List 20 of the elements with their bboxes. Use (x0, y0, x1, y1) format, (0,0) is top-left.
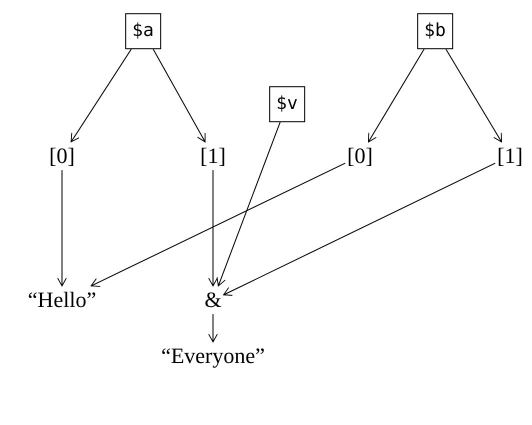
value-text: “Everyone” (159, 342, 267, 370)
arrow (70, 48, 132, 142)
value-text: [0] (47, 142, 77, 170)
arrow (445, 48, 502, 142)
arrow (216, 121, 281, 286)
value-text: [1] (198, 142, 228, 170)
variable-box: $b (417, 13, 453, 49)
value-text: & (202, 286, 224, 314)
value-text: [0] (345, 142, 375, 170)
arrow (57, 170, 67, 286)
arrow (152, 48, 206, 142)
value-text: [1] (495, 142, 525, 170)
value-text: “Hello” (26, 286, 98, 314)
arrow (208, 314, 218, 342)
variable-box: $a (125, 13, 161, 49)
arrow (223, 162, 496, 296)
variable-box: $v (269, 86, 305, 122)
arrow (208, 170, 218, 286)
arrow (368, 48, 425, 142)
arrow (90, 162, 346, 287)
